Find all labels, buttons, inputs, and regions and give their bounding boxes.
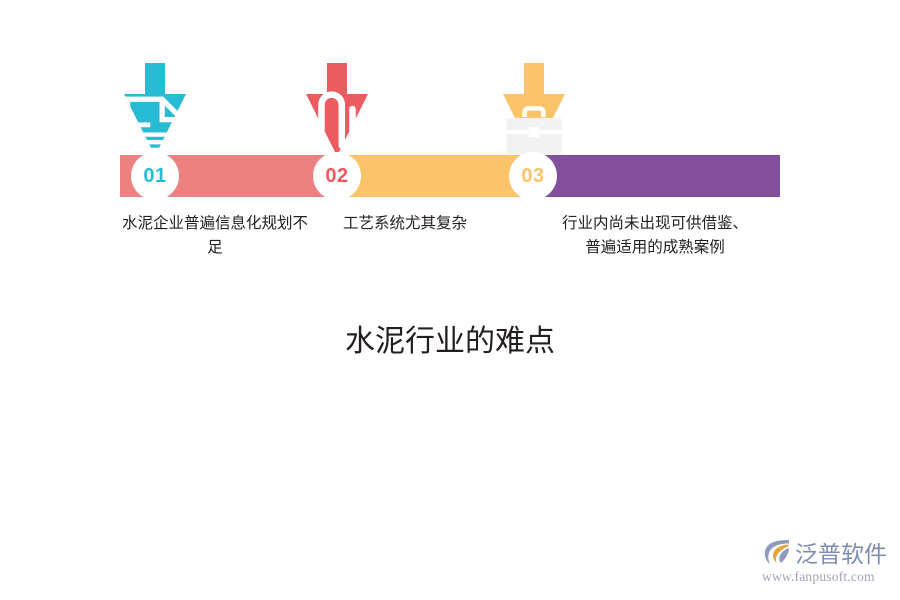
brand-logo[interactable]: 泛普软件 www.fanpusoft.com: [762, 536, 894, 588]
brand-url: www.fanpusoft.com: [762, 569, 875, 584]
logo-row: 泛普软件: [762, 536, 894, 568]
step-number-label: 02: [325, 164, 349, 187]
fanpu-logo-mark-icon: [762, 537, 792, 567]
step-number-badge-02[interactable]: 02: [313, 152, 361, 200]
step-arrow-01: [124, 63, 186, 167]
step-arrow-02: [306, 63, 368, 168]
page-title: 水泥行业的难点: [345, 324, 555, 359]
step-number-label: 03: [521, 164, 545, 187]
bar-segment-03: [533, 155, 780, 197]
brand-name: 泛普软件: [795, 542, 887, 568]
step-caption-03: 行业内尚未出现可供借鉴、普遍适用的成熟案例: [561, 214, 748, 256]
step-caption-01: 水泥企业普遍信息化规划不足: [121, 214, 308, 256]
step-number-badge-03[interactable]: 03: [509, 152, 557, 200]
step-caption-02: 工艺系统尤其复杂: [342, 214, 467, 232]
briefcase-icon: [503, 85, 565, 178]
step-arrow-03: [503, 63, 565, 156]
step-number-badge-01[interactable]: 01: [131, 152, 179, 200]
step-number-label: 01: [143, 164, 167, 187]
bar-segment-02: [337, 155, 533, 197]
progress-bar: [120, 155, 780, 197]
